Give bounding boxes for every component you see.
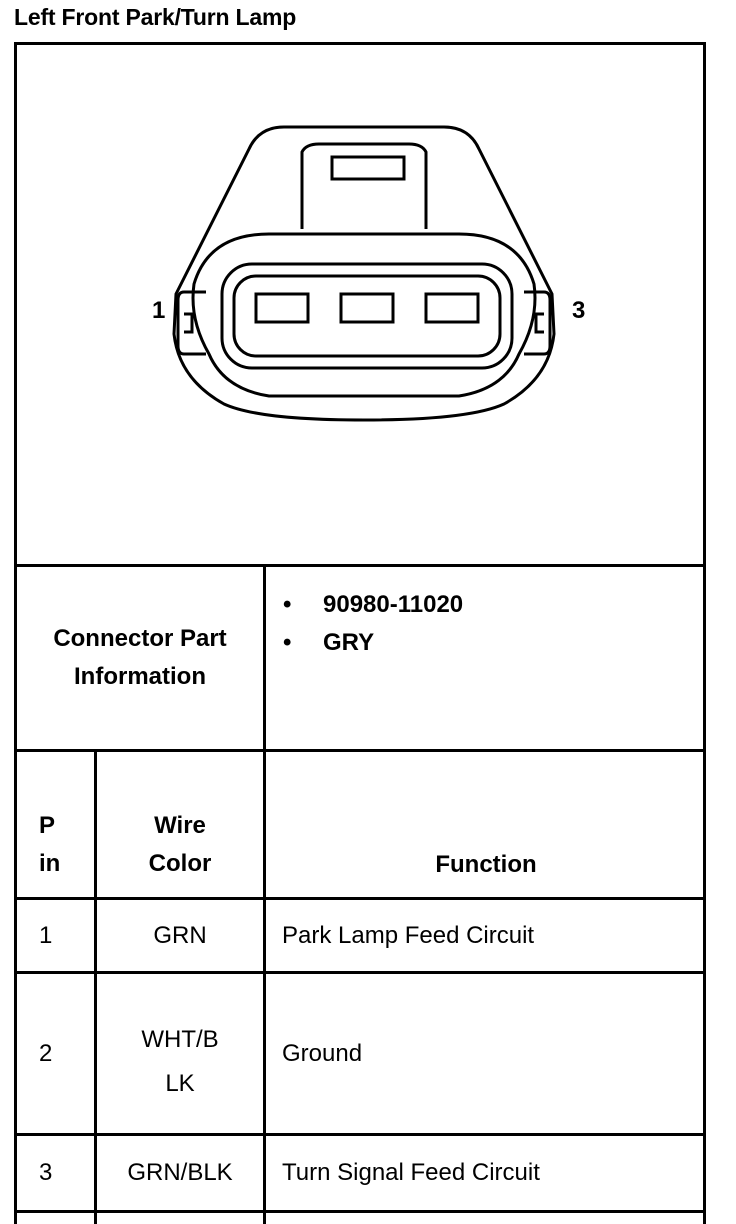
row-1-function: Park Lamp Feed Circuit bbox=[282, 921, 535, 949]
divider-header bbox=[14, 897, 706, 900]
terminal-3 bbox=[424, 292, 480, 324]
connector-inner-housing bbox=[191, 232, 537, 398]
connector-left-ear bbox=[176, 290, 206, 356]
divider-row-2 bbox=[14, 1133, 706, 1136]
part-info-list: •90980-11020 •GRY bbox=[283, 586, 463, 662]
pin-right-label: 3 bbox=[572, 297, 585, 324]
pin-left-label: 1 bbox=[152, 297, 165, 324]
connector-face-diagram: 1 3 bbox=[152, 125, 585, 422]
row-1-pin: 1 bbox=[39, 921, 53, 949]
column-divider-pin bbox=[94, 749, 97, 1224]
connector-cavity-outer bbox=[220, 262, 514, 370]
terminal-1 bbox=[254, 292, 310, 324]
connector-housing-outline bbox=[172, 125, 556, 422]
row-3-wire-color: GRN/BLK bbox=[127, 1159, 233, 1186]
terminal-2 bbox=[339, 292, 395, 324]
header-pin: P in bbox=[39, 812, 61, 877]
divider-part-info bbox=[14, 749, 706, 752]
connector-right-ear bbox=[524, 290, 552, 356]
row-3-function: Turn Signal Feed Circuit bbox=[282, 1159, 540, 1186]
part-info-label-line1: Connector Part bbox=[53, 625, 227, 652]
header-wire-color: Wire Color bbox=[148, 812, 212, 877]
list-item: •90980-11020 bbox=[283, 591, 464, 618]
part-info-label-line2: Information bbox=[74, 663, 206, 690]
row-1-wire-color: GRN bbox=[153, 921, 207, 949]
divider-row-1 bbox=[14, 971, 706, 974]
part-info-label: Connector Part Information bbox=[17, 567, 263, 749]
column-divider-function bbox=[263, 564, 266, 1224]
list-item: •GRY bbox=[283, 629, 375, 656]
divider-row-3 bbox=[14, 1210, 706, 1213]
connector-latch bbox=[300, 142, 428, 229]
row-2-pin: 2 bbox=[39, 1039, 53, 1067]
row-3-pin: 3 bbox=[39, 1159, 53, 1186]
row-2-wire-color: WHT/B LK bbox=[141, 1026, 219, 1097]
row-2-function: Ground bbox=[282, 1039, 363, 1067]
page-title: Left Front Park/Turn Lamp bbox=[14, 4, 297, 30]
connector-latch-window bbox=[330, 155, 406, 181]
divider-diagram bbox=[14, 564, 706, 567]
connector-table-frame bbox=[14, 42, 706, 1224]
header-function: Function bbox=[435, 851, 537, 878]
connector-cavity-inner bbox=[232, 274, 502, 358]
